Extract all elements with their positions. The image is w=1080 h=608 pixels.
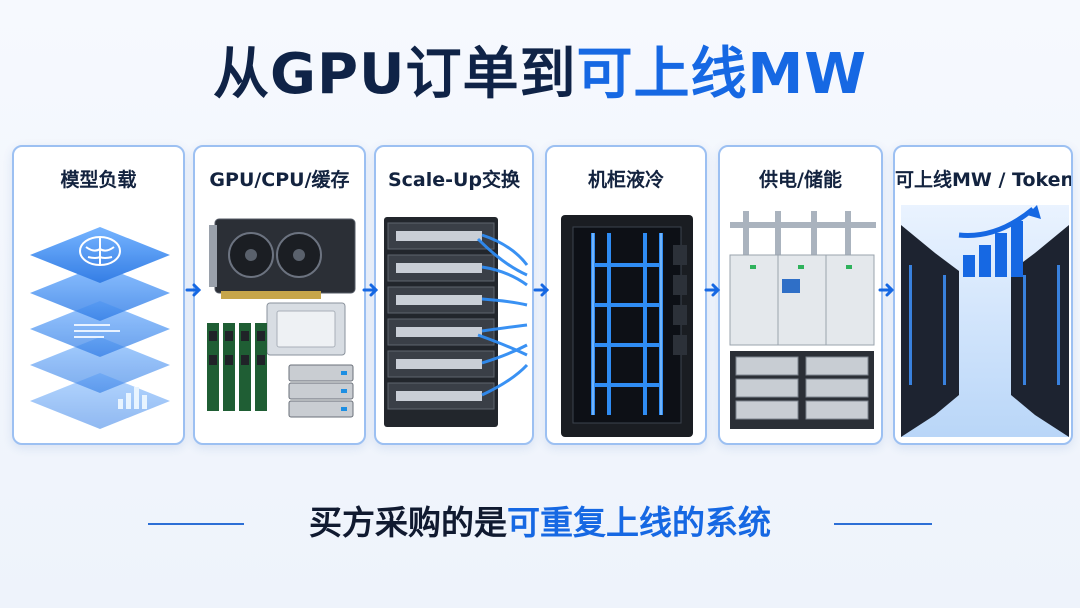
liquid-cooled-rack-icon (561, 215, 693, 437)
gpu-cpu-memory-icon (207, 218, 356, 418)
network-switch-icon (384, 217, 529, 427)
power-storage-icon (729, 211, 876, 429)
card-label: GPU/CPU/缓存 (209, 169, 350, 191)
datacenter-growth-icon (901, 205, 1069, 437)
card-gpu-cpu-cache: GPU/CPU/缓存 (193, 145, 366, 445)
card-label: 供电/储能 (759, 169, 842, 191)
card-online-mw-token: 可上线MW / Token (893, 145, 1073, 445)
title-part-1: 从GPU订单到 (213, 42, 577, 107)
page-title: 从GPU订单到可上线MW (0, 40, 1080, 110)
card-rack-liquid-cooling: 机柜液冷 (545, 145, 707, 445)
page-subtitle: 买方采购的是可重复上线的系统 (0, 500, 1080, 546)
process-flow: 模型负载 (0, 145, 1080, 445)
title-part-2: 可上线MW (576, 42, 867, 107)
card-model-workload: 模型负载 (12, 145, 185, 445)
arrow-right-icon (704, 283, 721, 297)
card-power-storage: 供电/储能 (718, 145, 883, 445)
card-label: 机柜液冷 (587, 169, 664, 191)
card-label: 可上线MW / Token (895, 169, 1073, 191)
subtitle-part-2: 可重复上线的系统 (507, 503, 771, 542)
arrow-right-icon (533, 283, 550, 297)
card-label: Scale-Up交换 (387, 169, 521, 191)
layered-model-icon (30, 227, 170, 429)
card-label: 模型负载 (60, 169, 137, 191)
subtitle-part-1: 买方采购的是 (309, 503, 507, 542)
card-scale-up-switch: Scale-Up交换 (374, 145, 534, 445)
arrow-right-icon (878, 283, 895, 297)
divider-right (834, 523, 932, 525)
arrow-right-icon (362, 283, 379, 297)
divider-left (148, 523, 244, 525)
arrow-right-icon (185, 283, 202, 297)
